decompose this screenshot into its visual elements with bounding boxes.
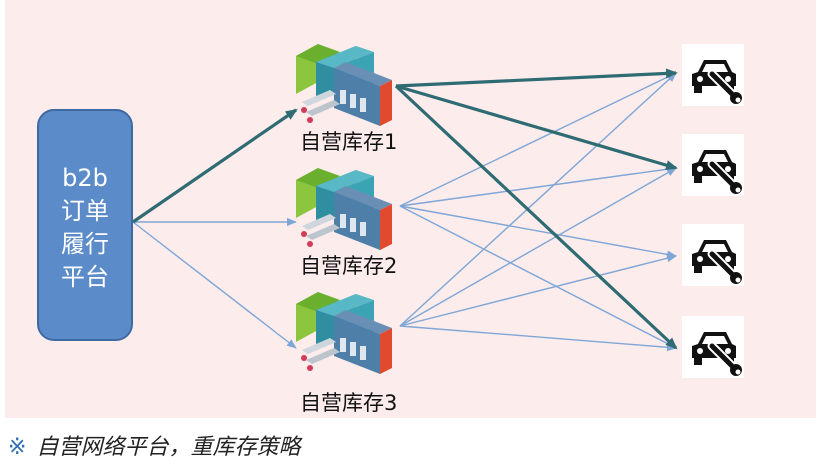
warehouse-to-destination-arrow (399, 205, 677, 349)
warehouse-label-3: 自营库存3 (300, 391, 397, 415)
warehouse-label-2: 自营库存2 (300, 254, 397, 278)
warehouse-to-destination-arrow (399, 165, 677, 207)
warehouse-to-destination-arrow (394, 84, 678, 350)
edge-layer (132, 68, 678, 352)
warehouse-to-destination-arrow (399, 205, 677, 259)
platform-line-1: b2b (62, 164, 108, 192)
warehouse-to-destination-arrow (399, 167, 677, 327)
car-repair-icon (682, 134, 744, 196)
warehouse-to-destination-arrow (399, 254, 677, 327)
caption-text: 自营网络平台，重库存策略 (36, 435, 301, 460)
reference-mark: ※ (8, 435, 27, 460)
warehouse-node-3: 自营库存3 (296, 292, 397, 415)
platform-to-warehouse-arrow (132, 221, 297, 349)
warehouse-to-destination-arrow (395, 68, 678, 88)
warehouse-node-1: 自营库存1 (296, 44, 397, 154)
warehouse-to-destination-arrow (399, 72, 677, 207)
platform-line-4: 平台 (61, 263, 109, 291)
platform-box (37, 109, 133, 341)
diagram-background (5, 0, 816, 418)
warehouse-to-destination-arrow (399, 325, 677, 352)
platform-line-3: 履行 (61, 230, 109, 258)
warehouse-label-1: 自营库存1 (300, 130, 397, 154)
figure-caption: ※ 自营网络平台，重库存策略 (8, 430, 300, 466)
car-repair-icon (682, 44, 744, 106)
platform-to-warehouse-arrow (132, 108, 298, 224)
car-repair-icon (682, 316, 744, 378)
warehouse-to-destination-arrow (395, 84, 678, 170)
warehouse-node-2: 自营库存2 (296, 168, 397, 278)
warehouse-to-destination-arrow (399, 72, 677, 327)
platform-node: b2b 订单 履行 平台 (37, 109, 133, 341)
platform-line-2: 订单 (61, 197, 109, 225)
car-repair-icon (682, 224, 744, 286)
